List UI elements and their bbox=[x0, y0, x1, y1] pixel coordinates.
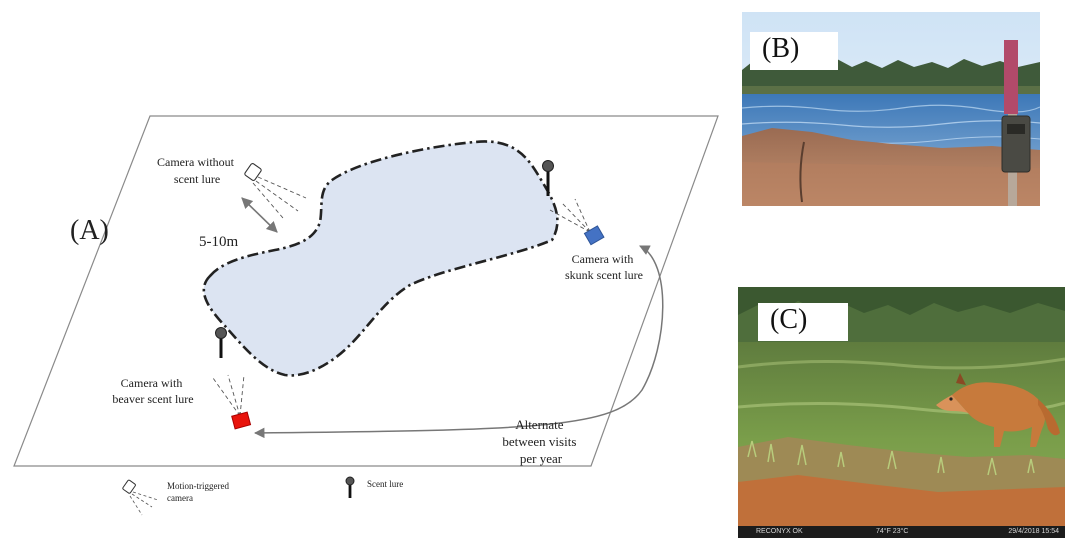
scent-lure-icon-left bbox=[215, 327, 227, 358]
fox-photo-illustration bbox=[738, 287, 1065, 538]
panel-b-photo: (B) bbox=[742, 12, 1040, 206]
legend-camera-label-line1: Motion-triggered bbox=[167, 481, 229, 491]
skunk-camera-icon bbox=[549, 198, 605, 246]
beaver-label-line1: Camera with bbox=[121, 376, 183, 390]
beaver-label-line2: beaver scent lure bbox=[112, 392, 193, 406]
camera-without-label-line2: scent lure bbox=[174, 172, 220, 186]
svg-text:Camera without scent lur: Camera without scent lure bbox=[157, 155, 237, 186]
svg-text:Motion-triggered camera: Motion-triggered camera bbox=[167, 481, 231, 503]
skunk-label-line1: Camera with bbox=[572, 252, 634, 266]
legend-camera-icon bbox=[122, 479, 159, 516]
beaver-camera-icon bbox=[212, 374, 252, 430]
panel-a-letter: (A) bbox=[70, 215, 109, 246]
panel-b-letter: (B) bbox=[750, 32, 838, 70]
svg-text:Alternate between visits: Alternate between visits per year bbox=[502, 417, 579, 466]
distance-arrow bbox=[241, 197, 278, 233]
camera-info-strip: RECONYX OK 74°F 23°C 29/4/2018 15:54 bbox=[738, 526, 1065, 538]
camera-without-lure-icon bbox=[244, 163, 307, 219]
camera-without-label-line1: Camera without bbox=[157, 155, 235, 169]
camera-temp-text: 74°F 23°C bbox=[876, 528, 909, 535]
fox-figure bbox=[936, 373, 1060, 447]
scent-lure-icon-top bbox=[542, 160, 554, 196]
camera-timestamp-text: 29/4/2018 15:54 bbox=[1008, 528, 1059, 535]
alternate-label-line3: per year bbox=[520, 451, 563, 466]
alternate-label-line1: Alternate bbox=[515, 417, 564, 432]
panel-c-letter: (C) bbox=[758, 303, 848, 341]
distance-label: 5-10m bbox=[199, 234, 238, 250]
skunk-label-line2: skunk scent lure bbox=[565, 268, 643, 282]
camera-brand-text: RECONYX OK bbox=[756, 528, 803, 535]
svg-text:Camera with skunk scent: Camera with skunk scent lure bbox=[565, 252, 643, 282]
panel-c-photo: (C) RECONYX OK 74°F 23°C 29/4/2018 15:54 bbox=[738, 287, 1065, 538]
panel-a: (A) Camera without scent lure 5-10m Came… bbox=[13, 115, 719, 467]
legend-lure-icon bbox=[345, 476, 355, 498]
legend-lure-label: Scent lure bbox=[367, 479, 403, 489]
alternate-label-line2: between visits bbox=[502, 434, 576, 449]
alternate-arrow bbox=[253, 245, 664, 439]
legend: Motion-triggered camera Scent lure bbox=[122, 476, 403, 516]
legend-camera-label-line2: camera bbox=[167, 493, 193, 503]
svg-text:Camera with beaver scent: Camera with beaver scent lure bbox=[112, 376, 193, 406]
